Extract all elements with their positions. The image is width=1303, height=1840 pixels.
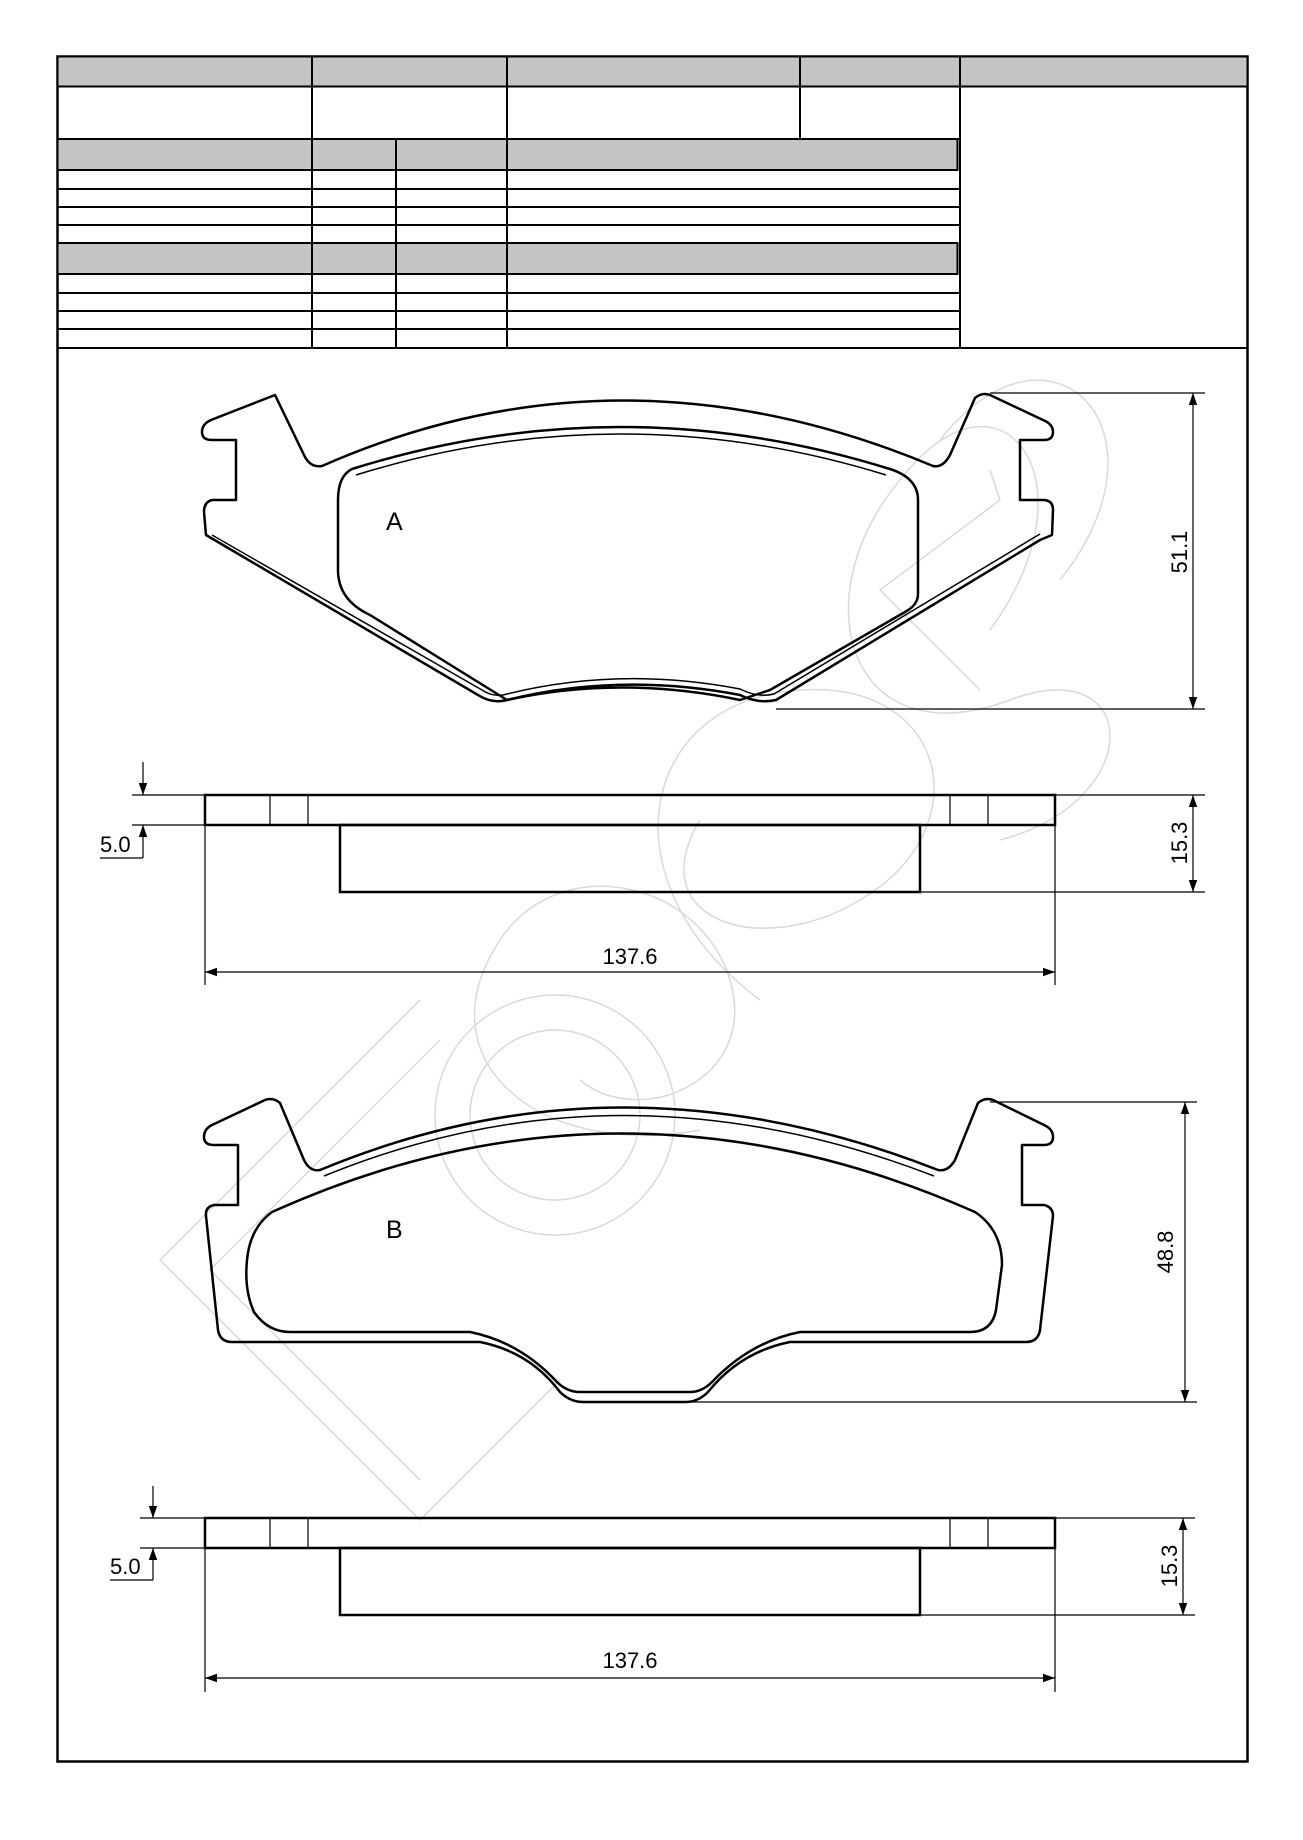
title-block-table bbox=[56, 55, 1249, 349]
table-header-row bbox=[56, 55, 1249, 88]
pad-a-height-dimension bbox=[776, 392, 1205, 710]
pad-a-side-friction bbox=[338, 823, 922, 894]
pad-b-label: B bbox=[386, 1216, 403, 1244]
pad-a-label: A bbox=[386, 508, 403, 536]
pad-a-friction-inner-edge bbox=[355, 433, 887, 476]
pad-b-side-view bbox=[203, 1516, 1057, 1617]
pad-b-side-dimensions bbox=[110, 1486, 1195, 1692]
pad-b-height-dimension bbox=[690, 1101, 1197, 1403]
pad-a-side-backplate bbox=[203, 793, 1057, 827]
pad-b-side-backplate bbox=[203, 1516, 1057, 1550]
pad-b-backplate-outline bbox=[202, 1097, 1055, 1404]
pad-b-backplate-thickness-value: 5.0 bbox=[110, 1554, 141, 1579]
pad-a-side-dimensions bbox=[100, 762, 1205, 985]
drawing-frame bbox=[56, 55, 1249, 1763]
pad-b-friction-outline bbox=[245, 1132, 1004, 1394]
pad-a-side-view bbox=[203, 793, 1057, 894]
pad-a-backplate-thickness-value: 5.0 bbox=[100, 832, 131, 857]
pad-b-backplate-inner-edge bbox=[323, 1114, 935, 1177]
pad-b-width-value: 137.6 bbox=[602, 1648, 657, 1673]
pad-a-height-value: 51.1 bbox=[1167, 531, 1192, 574]
pad-a-backplate-outline bbox=[200, 392, 1055, 703]
pad-b-side-friction bbox=[338, 1546, 922, 1617]
pad-a-friction-outline bbox=[336, 425, 920, 702]
pad-b-height-value: 48.8 bbox=[1153, 1231, 1178, 1274]
pad-a-total-thickness-value: 15.3 bbox=[1167, 822, 1192, 865]
pad-a-width-value: 137.6 bbox=[602, 944, 657, 969]
pad-b-total-thickness-value: 15.3 bbox=[1157, 1545, 1182, 1588]
pad-a-front-view bbox=[200, 392, 1055, 703]
pad-b-front-view bbox=[202, 1097, 1055, 1404]
